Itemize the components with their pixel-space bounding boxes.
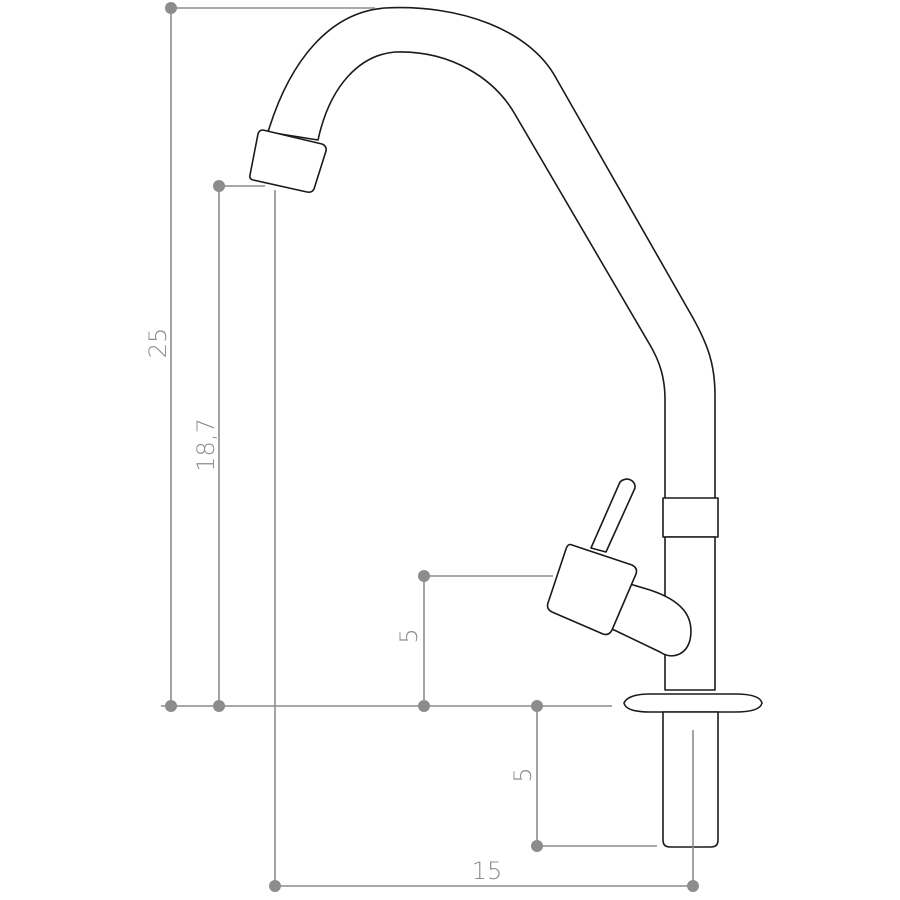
dimension-dots <box>165 2 699 892</box>
dimension-lines <box>161 7 694 887</box>
dim-label-shank-length: 5 <box>509 767 537 782</box>
dim-label-spout-reach: 15 <box>472 857 503 885</box>
handle-block <box>546 543 638 636</box>
shank <box>662 711 719 848</box>
dim-label-handle-height: 5 <box>395 628 423 643</box>
collar <box>662 497 719 538</box>
spout <box>267 6 716 501</box>
dim-label-spout-height: 18,7 <box>192 418 220 471</box>
aerator <box>249 129 327 193</box>
dim-label-total-height: 25 <box>144 328 172 359</box>
faucet <box>249 6 763 848</box>
lever <box>590 478 636 553</box>
base-plate <box>623 693 763 713</box>
